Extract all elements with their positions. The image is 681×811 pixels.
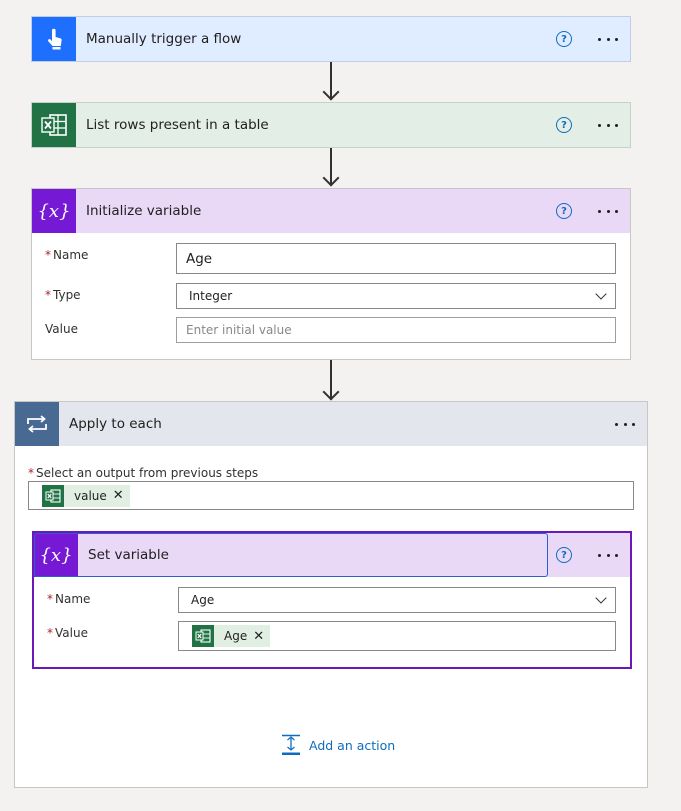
trigger-card[interactable]: Manually trigger a flow ? [31, 16, 631, 62]
init-variable-more-icon[interactable] [596, 201, 620, 221]
init-type-label: *Type [45, 288, 81, 302]
init-type-value: Integer [189, 289, 233, 303]
connector-arrow-head [322, 383, 340, 401]
add-action-button[interactable]: Add an action [281, 734, 395, 756]
trigger-more-icon[interactable] [596, 29, 620, 49]
connector-arrow [330, 148, 332, 185]
excel-icon [42, 484, 64, 507]
select-output-input[interactable]: value ✕ [28, 481, 634, 510]
set-name-label: *Name [47, 592, 91, 606]
init-value-placeholder: Enter initial value [186, 323, 292, 337]
list-rows-help-icon[interactable]: ? [556, 117, 572, 133]
init-variable-card[interactable]: {𝑥} Initialize variable ? *Name Age *Typ… [31, 188, 631, 360]
apply-each-title: Apply to each [69, 416, 162, 432]
excel-icon [32, 103, 76, 147]
set-name-value: Age [191, 593, 215, 607]
list-rows-card[interactable]: List rows present in a table ? [31, 102, 631, 148]
set-variable-more-icon[interactable] [596, 545, 620, 565]
init-name-label: *Name [45, 248, 89, 262]
select-output-label: *Select an output from previous steps [28, 466, 259, 480]
connector-arrow-head [322, 83, 340, 101]
set-variable-card-header[interactable]: {𝑥} Set variable ? [34, 533, 630, 577]
apply-each-card[interactable]: Apply to each *Select an output from pre… [14, 401, 648, 788]
list-rows-more-icon[interactable] [596, 115, 620, 135]
remove-token-icon[interactable]: ✕ [112, 488, 124, 503]
value-token[interactable]: value ✕ [42, 484, 130, 507]
set-value-label: *Value [47, 626, 88, 640]
svg-text:{𝑥}: {𝑥} [37, 201, 70, 222]
init-value-input[interactable]: Enter initial value [176, 317, 616, 343]
chevron-down-icon [595, 592, 607, 604]
set-variable-help-icon[interactable]: ? [556, 547, 572, 563]
init-name-value: Age [186, 250, 213, 267]
insert-action-icon [282, 734, 300, 755]
variable-icon: {𝑥} [32, 189, 76, 233]
set-variable-title: Set variable [88, 547, 169, 563]
variable-icon: {𝑥} [34, 533, 78, 577]
connector-arrow [330, 62, 332, 99]
init-variable-help-icon[interactable]: ? [556, 203, 572, 219]
value-token-label: value [74, 488, 107, 503]
apply-each-more-icon[interactable] [613, 414, 637, 434]
init-name-input[interactable]: Age [176, 243, 616, 274]
connector-arrow [330, 360, 332, 398]
init-variable-title: Initialize variable [86, 203, 202, 219]
chevron-down-icon [595, 288, 607, 300]
add-action-label: Add an action [309, 737, 396, 753]
age-token[interactable]: Age ✕ [192, 625, 271, 647]
trigger-help-icon[interactable]: ? [556, 31, 572, 47]
set-name-dropdown[interactable]: Age [178, 587, 616, 613]
apply-each-card-header[interactable]: Apply to each [15, 402, 647, 446]
touch-icon [32, 17, 76, 61]
remove-token-icon[interactable]: ✕ [253, 628, 265, 644]
trigger-title: Manually trigger a flow [86, 31, 242, 47]
init-type-dropdown[interactable]: Integer [176, 283, 616, 309]
init-variable-card-header[interactable]: {𝑥} Initialize variable ? [32, 189, 630, 233]
list-rows-title: List rows present in a table [86, 117, 269, 133]
trigger-card-header[interactable]: Manually trigger a flow ? [32, 17, 630, 61]
loop-icon [15, 402, 59, 446]
list-rows-card-header[interactable]: List rows present in a table ? [32, 103, 630, 147]
svg-text:{𝑥}: {𝑥} [39, 545, 72, 566]
connector-arrow-head [322, 169, 340, 187]
set-value-input[interactable]: Age ✕ [178, 621, 616, 651]
excel-icon [192, 625, 214, 647]
init-value-label: Value [45, 322, 78, 336]
age-token-label: Age [224, 629, 248, 643]
set-variable-card[interactable]: {𝑥} Set variable ? *Name Age *Value [32, 531, 632, 669]
